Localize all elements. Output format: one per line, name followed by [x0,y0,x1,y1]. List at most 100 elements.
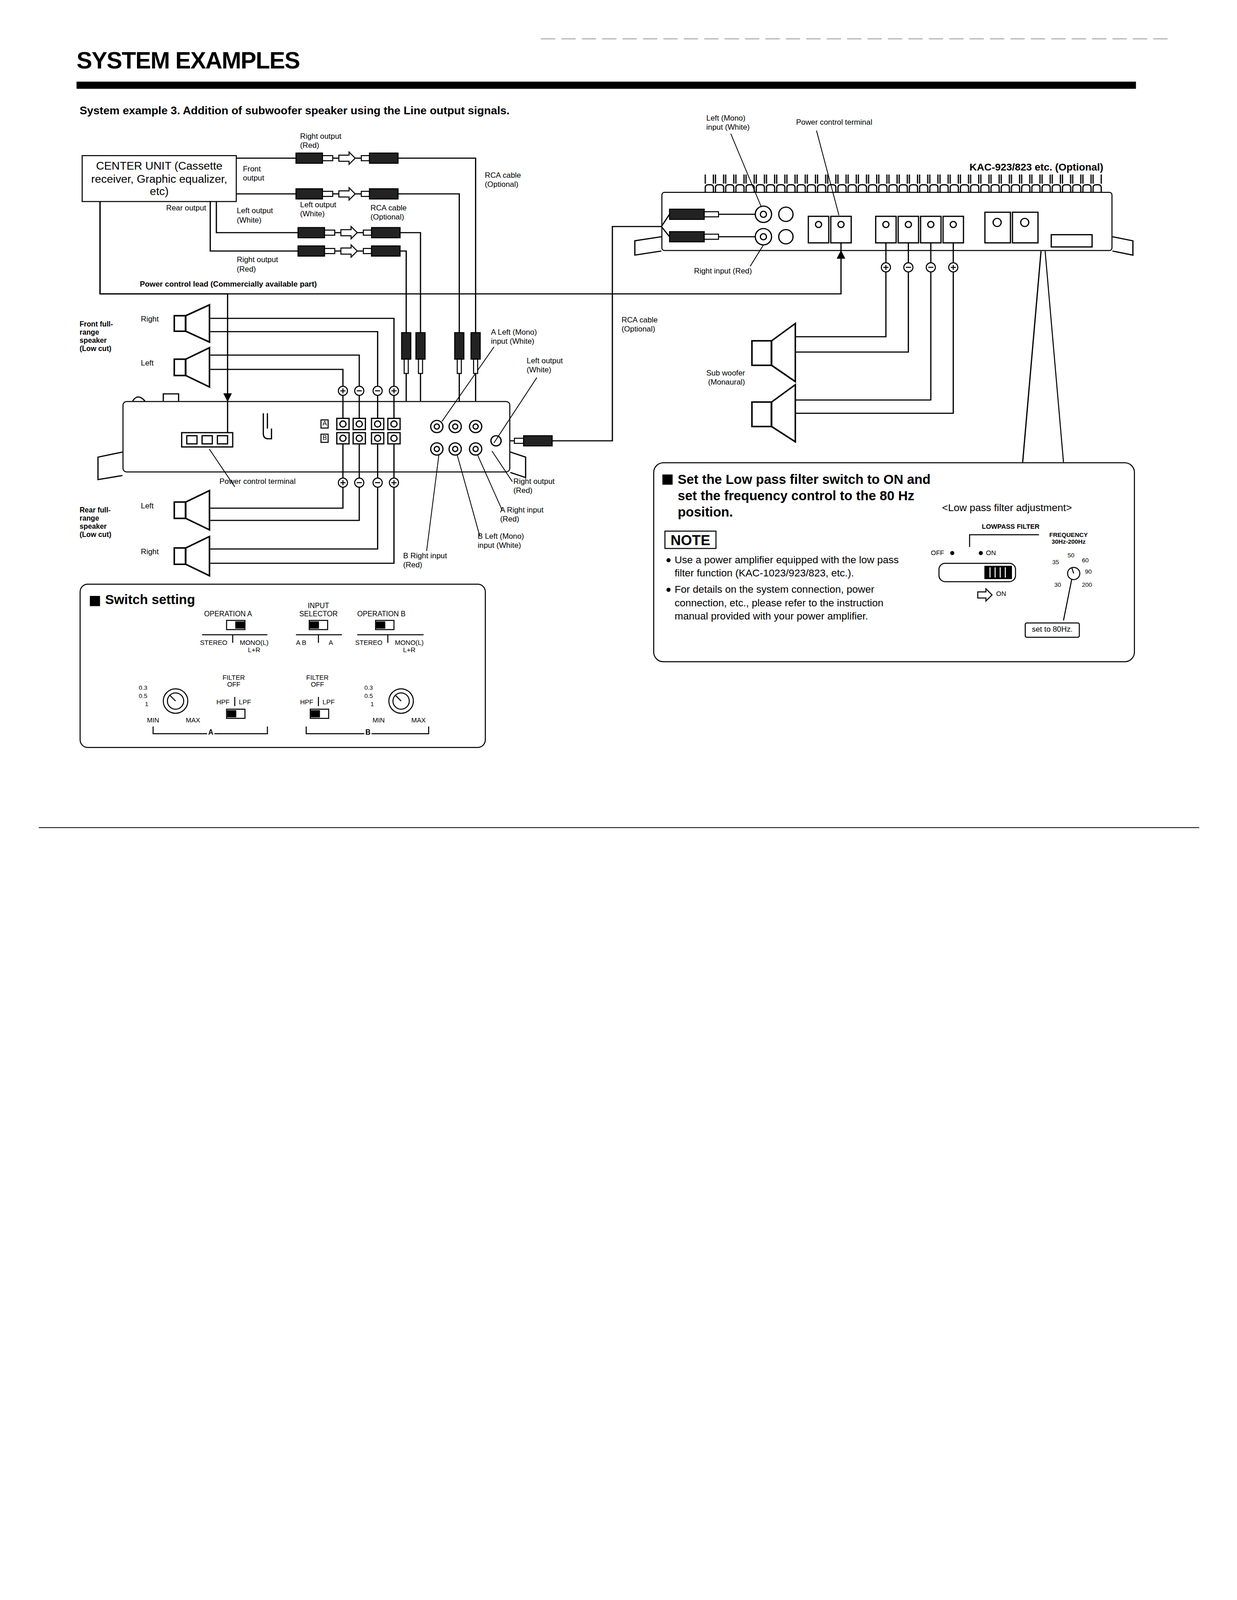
connector-label: Left output (White) [236,207,280,225]
edge-label: RCA cable (Optional) [620,316,669,335]
section-heading: System example 3. Addition of subwoofer … [79,104,664,118]
filter-label: 90 [1085,568,1092,576]
switch-label: 0.3 [364,684,373,693]
note-tag: NOTE [664,530,717,550]
speaker: Right [173,535,211,577]
speaker: Left [173,489,211,531]
value-box: set to 80Hz. [1024,622,1081,638]
connector-label: Left output (White) [526,357,574,376]
switch-label: 0.5 [364,693,373,701]
node-text: NOTE [670,531,711,548]
cable-line [100,201,228,401]
switch-label: FILTER OFF [217,673,250,690]
subwoofer-symbol [751,322,797,444]
connector-label: Front full-range speaker (Low cut) [79,320,125,354]
callout-line [1045,251,1064,463]
edge-label: Power control lead (Commercially availab… [138,280,318,290]
filter-label: ON [996,590,1007,598]
connector-label: Right output (Red) [300,132,348,151]
edge-label: RCA cable (Optional) [484,171,533,190]
switch-label: STEREO [355,639,383,647]
switch-label: MIN [146,716,160,725]
switch-label: OPERATION B [357,610,406,619]
cable-line [100,201,842,294]
connector-label: B Left (Mono) input (White) [477,532,538,551]
filter-label: FREQUENCY 30Hz-200Hz [1043,531,1095,546]
filter-label: 60 [1081,557,1089,565]
amplifier-illustration [97,394,526,480]
switch-label: LPF [322,698,335,706]
filter-label: 200 [1081,581,1093,590]
switch-label: INPUT SELECTOR [296,602,342,619]
node-text: Left [141,502,154,511]
filter-label: 30 [1054,581,1061,590]
connector-label: A Left (Mono) input (White) [490,328,548,347]
node-text: B [320,433,330,443]
connector-label: Power control terminal [796,118,873,128]
connector-label: B Right input (Red) [403,552,457,570]
cable-line [216,201,421,401]
connector-label: A Right input (Red) [500,506,554,524]
speaker-symbol [173,535,211,577]
switch-label: FILTER OFF [301,673,334,690]
node-text: Right [141,547,159,557]
connector-label: Power control terminal [219,477,296,487]
switch-label: MONO(L) L+R [391,639,427,655]
subwoofer: Sub woofer (Monaural) [751,322,797,444]
switch-label: A [207,728,215,738]
switch-label: B [364,728,372,738]
switch-label: STEREO [200,639,228,647]
cable-line [210,355,360,401]
page-rule [39,827,1200,829]
node-text: <Low pass filter adjustment> [942,502,1072,514]
node-text: Sub woofer (Monaural) [688,369,746,388]
cable-line [236,158,476,402]
node-text: Set the Low pass filter switch to ON and… [677,471,934,521]
filter-illustration [938,534,1081,621]
switch-label: 0.5 [138,693,148,701]
speaker-wire [796,251,954,414]
filter-label: ON [986,549,997,558]
speaker-symbol [173,304,211,344]
title-bar [76,81,1137,89]
node-text: For details on the system connection, po… [674,582,916,623]
note-panel: Set the Low pass filter switch to ON and… [653,462,1135,663]
connector-label: Left output (White) [300,200,348,219]
switch-illustration [153,620,430,734]
scan-rule [541,38,1174,40]
node-text: CENTER UNIT (Cassette receiver, Graphic … [86,159,232,198]
switch-label: OPERATION A [204,610,253,619]
filter-label: LOWPASS FILTER [982,522,1040,531]
switch-label: HPF [216,698,230,706]
node-text: Use a power amplifier equipped with the … [674,553,916,581]
speaker-symbol [173,489,211,531]
page-title: SYSTEM EXAMPLES [76,47,300,74]
node-text: Right [141,315,159,324]
switch-label: A [328,639,334,647]
switch-label: HPF [300,698,314,706]
node-text: A [320,419,330,429]
connector-label: Right input (Red) [694,267,753,277]
connector-label: Left (Mono) input (White) [706,114,762,133]
node-text: Left [141,359,154,368]
speaker: Left [173,347,211,388]
speaker-wire [210,331,378,401]
connector-label: Right output (Red) [236,256,284,274]
speaker: Right [173,304,211,344]
cable-line [210,318,395,401]
switch-label: 1 [370,701,375,709]
unit-box: CENTER UNIT (Cassette receiver, Graphic … [81,155,237,202]
filter-label: 50 [1067,552,1075,560]
connector-label: Right output (Red) [513,477,561,496]
edge-label: RCA cable (Optional) [369,204,413,222]
node-text: Switch setting [105,592,196,609]
cable-line [210,472,395,564]
connector-label: Rear full-range speaker (Low cut) [79,506,125,539]
speaker-wire [796,251,931,401]
switch-label: MAX [185,716,201,725]
speaker-wire [210,472,344,509]
